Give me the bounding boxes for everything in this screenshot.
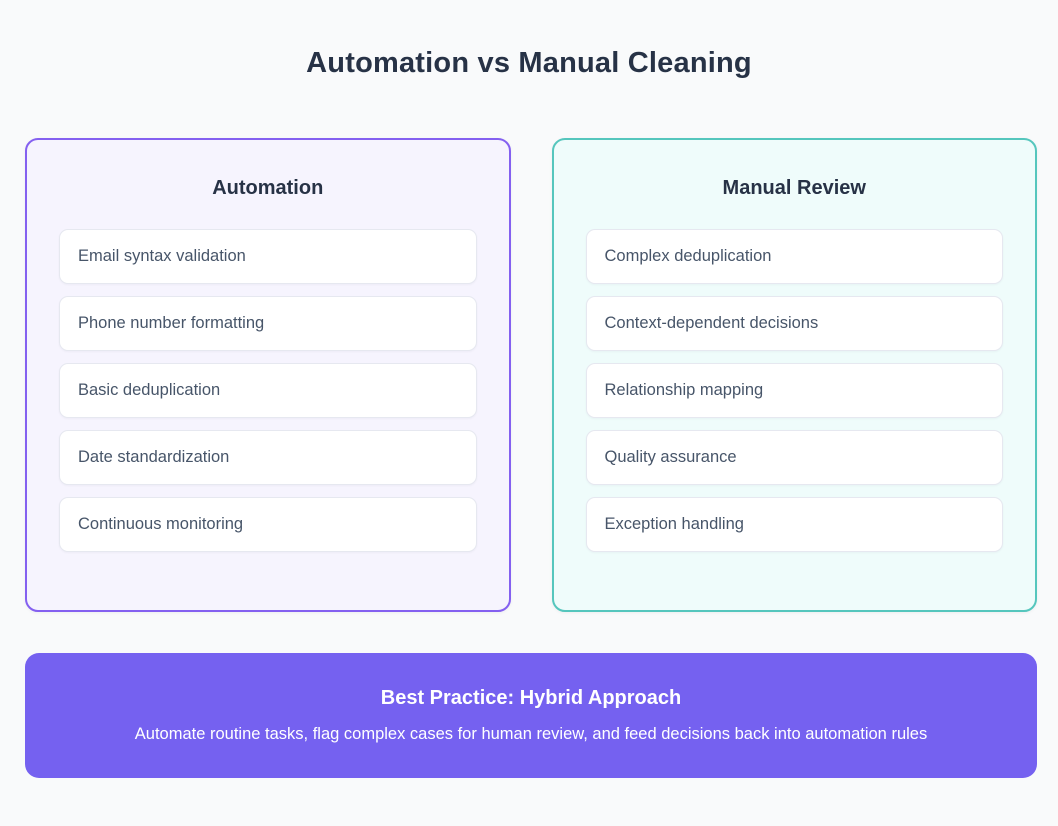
comparison-columns: Automation Email syntax validation Phone…	[25, 138, 1037, 612]
manual-review-item: Complex deduplication	[585, 229, 1003, 284]
automation-item: Basic deduplication	[59, 363, 477, 418]
automation-panel: Automation Email syntax validation Phone…	[25, 138, 511, 612]
best-practice-banner: Best Practice: Hybrid Approach Automate …	[25, 653, 1037, 778]
automation-item: Phone number formatting	[59, 296, 477, 351]
manual-review-panel: Manual Review Complex deduplication Cont…	[551, 138, 1037, 612]
banner-subtitle: Automate routine tasks, flag complex cas…	[134, 725, 928, 743]
manual-review-item: Quality assurance	[585, 430, 1003, 485]
automation-item: Date standardization	[59, 430, 477, 485]
manual-review-item: Relationship mapping	[585, 363, 1003, 418]
banner-title: Best Practice: Hybrid Approach	[380, 687, 682, 709]
page-title: Automation vs Manual Cleaning	[306, 47, 752, 79]
automation-panel-title: Automation	[212, 177, 324, 199]
manual-review-item: Exception handling	[585, 497, 1003, 552]
automation-item: Continuous monitoring	[59, 497, 477, 552]
manual-review-panel-title: Manual Review	[722, 177, 866, 199]
automation-item: Email syntax validation	[59, 229, 477, 284]
manual-review-item: Context-dependent decisions	[585, 296, 1003, 351]
